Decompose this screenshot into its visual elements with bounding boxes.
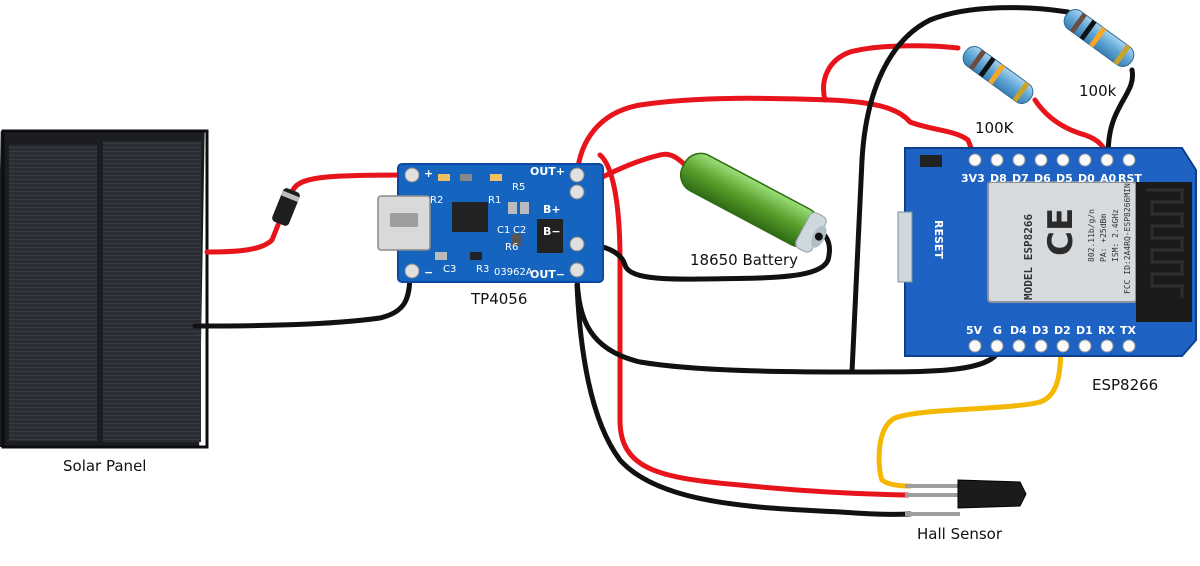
charger-ic bbox=[452, 202, 488, 232]
tp4056-label: TP4056 bbox=[471, 290, 528, 308]
tp-label-r2: R2 bbox=[430, 195, 443, 206]
reset-button bbox=[920, 155, 942, 167]
battery-label: 18650 Battery bbox=[690, 251, 799, 269]
pin-d2 bbox=[1056, 339, 1070, 353]
pin-label-top-0: 3V3 bbox=[961, 172, 985, 185]
hall-sensor bbox=[905, 479, 1027, 516]
tp-label-code: 03962A bbox=[494, 267, 533, 278]
pad-out-minus bbox=[569, 262, 585, 278]
esp-module-title: MODEL ESP8266 bbox=[1022, 214, 1035, 300]
resistor-label-1: 100K bbox=[975, 119, 1014, 137]
wire-outplus-to-3v3 bbox=[574, 95, 978, 178]
pin-label-top-5: D0 bbox=[1078, 172, 1095, 185]
pin-label-bottom-4: D2 bbox=[1054, 324, 1071, 337]
reset-label: RESET bbox=[932, 220, 945, 259]
pad-out-plus bbox=[569, 167, 585, 183]
pin-label-top-1: D8 bbox=[990, 172, 1007, 185]
pin-3v3 bbox=[968, 153, 982, 167]
pin-rst bbox=[1122, 153, 1136, 167]
pin-label-bottom-6: RX bbox=[1098, 324, 1115, 337]
wire-outminus-to-gnd bbox=[574, 272, 999, 375]
pin-d0 bbox=[1078, 153, 1092, 167]
pad-minus bbox=[404, 263, 420, 279]
wire-solar-positive bbox=[204, 222, 281, 255]
tp-label-r6: R6 bbox=[505, 242, 518, 253]
tp4056-board: OUT+ B+ B− OUT− + − 03962A R2 R1 R3 R5 R… bbox=[377, 163, 604, 283]
svg-text:CE: CE bbox=[1041, 208, 1081, 256]
wire-resistor2-to-a0 bbox=[1105, 67, 1136, 161]
pin-a0 bbox=[1100, 153, 1114, 167]
pin-d6 bbox=[1034, 153, 1048, 167]
resistor-100k-1 bbox=[962, 46, 1034, 104]
pin-label-bottom-0: 5V bbox=[966, 324, 983, 337]
battery-18650 bbox=[679, 152, 827, 253]
wire-outplus-to-hall bbox=[597, 152, 911, 498]
resistor-100k-2 bbox=[1063, 9, 1135, 67]
wire-3v3-to-resistor1 bbox=[821, 43, 961, 103]
esp-module-chip: ISM: 2.4GHz bbox=[1111, 209, 1120, 262]
pin-label-top-2: D7 bbox=[1012, 172, 1029, 185]
wire-bminus-to-battery bbox=[574, 225, 832, 282]
pad-b-minus bbox=[569, 236, 585, 252]
pin-label-top-6: A0 bbox=[1100, 172, 1117, 185]
hall-sensor-label: Hall Sensor bbox=[917, 525, 1002, 543]
tp-label-c2: C2 bbox=[513, 225, 526, 236]
pad-b-plus bbox=[569, 184, 585, 200]
tp-label-bplus: B+ bbox=[543, 203, 561, 216]
tp-label-minus: − bbox=[424, 266, 433, 279]
solar-panel-label: Solar Panel bbox=[63, 457, 147, 475]
tp-label-outminus: OUT− bbox=[530, 268, 565, 281]
wire-solar-negative bbox=[192, 269, 413, 329]
pin-d3 bbox=[1034, 339, 1048, 353]
pin-label-bottom-2: D4 bbox=[1010, 324, 1027, 337]
pin-label-bottom-7: TX bbox=[1120, 324, 1137, 337]
pin-tx bbox=[1122, 339, 1136, 353]
solar-panel bbox=[0, 129, 209, 449]
pin-g bbox=[990, 339, 1004, 353]
pin-label-bottom-3: D3 bbox=[1032, 324, 1049, 337]
esp-bottom-header: 5V G D4 D3 D2 D1 RX TX bbox=[966, 324, 1137, 353]
wire-gnd-to-resistor2 bbox=[849, 5, 1071, 375]
tp-label-bminus: B− bbox=[543, 225, 561, 238]
wires bbox=[192, 5, 1136, 517]
pin-label-bottom-1: G bbox=[993, 324, 1002, 337]
pin-label-top-3: D6 bbox=[1034, 172, 1051, 185]
pin-d1 bbox=[1078, 339, 1092, 353]
tp-label-c1: C1 bbox=[497, 225, 510, 236]
pin-rx bbox=[1100, 339, 1114, 353]
esp8266-board: CE MODEL ESP8266 FCC ID:2A4RQ-ESP8266MIN… bbox=[897, 147, 1197, 357]
tp-label-r3: R3 bbox=[476, 264, 489, 275]
pin-label-top-7: RST bbox=[1118, 172, 1142, 185]
esp-top-header: 3V3 D8 D7 D6 D5 D0 A0 RST bbox=[961, 153, 1142, 185]
pin-d7 bbox=[1012, 153, 1026, 167]
esp8266-label: ESP8266 bbox=[1092, 376, 1159, 394]
esp-module-pa: PA: +25dBm bbox=[1099, 214, 1108, 262]
tp-label-c3: C3 bbox=[443, 264, 456, 275]
pin-d8 bbox=[990, 153, 1004, 167]
tp-label-outplus: OUT+ bbox=[530, 165, 565, 178]
esp-module-std: 802.11b/g/n bbox=[1087, 209, 1096, 262]
tp-label-r5: R5 bbox=[512, 182, 525, 193]
pin-d4 bbox=[1012, 339, 1026, 353]
pin-label-bottom-5: D1 bbox=[1076, 324, 1093, 337]
resistor-label-2: 100k bbox=[1079, 82, 1117, 100]
wire-d2-to-hall bbox=[876, 345, 1064, 489]
pin-5v bbox=[968, 339, 982, 353]
esp-module-fcc: FCC ID:2A4RQ-ESP8266MINI bbox=[1123, 178, 1132, 294]
pin-label-top-4: D5 bbox=[1056, 172, 1073, 185]
tp-label-r1: R1 bbox=[488, 195, 501, 206]
pad-plus bbox=[404, 167, 420, 183]
pin-d5 bbox=[1056, 153, 1070, 167]
wire-diode-to-tp-plus bbox=[290, 172, 413, 193]
wire-outminus-to-hall bbox=[574, 282, 913, 517]
tp-label-plus: + bbox=[424, 167, 433, 180]
diode bbox=[272, 188, 300, 226]
